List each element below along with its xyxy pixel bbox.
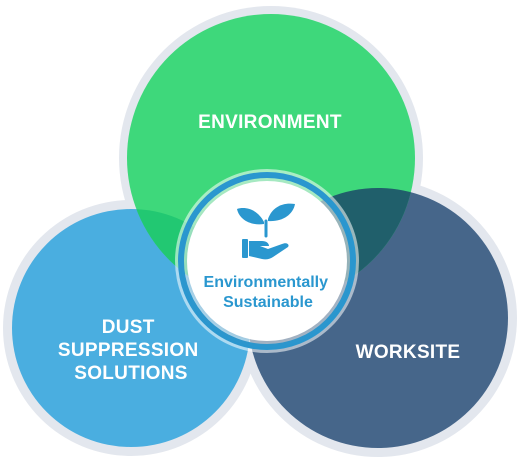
dust-suppression-label: DUST SUPPRESSION SOLUTIONS (58, 317, 204, 384)
center-label: Environmentally Sustainable (204, 274, 333, 311)
center-disc (187, 181, 347, 341)
environment-label: ENVIRONMENT (198, 112, 342, 133)
center-badge: Environmentally Sustainable (175, 169, 359, 353)
center-ring (178, 172, 356, 350)
plant-in-hand-icon (237, 203, 295, 260)
worksite-label: WORKSITE (356, 342, 461, 363)
